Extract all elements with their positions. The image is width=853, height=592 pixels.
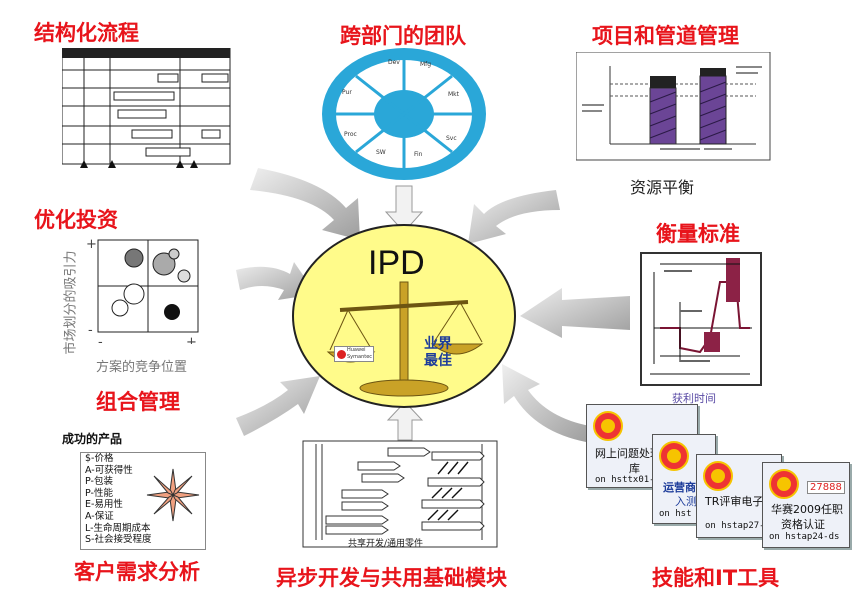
huawei-logo-mark: [337, 350, 346, 359]
matrix-x-minus: -: [98, 335, 103, 344]
resource-chart: [576, 52, 771, 161]
async-dev-diagram: [302, 440, 498, 548]
wheel-segment-sw: SW: [376, 149, 386, 156]
skills-it-label: 技能和IT工具: [652, 566, 780, 590]
arrow-from-metrics: [520, 288, 630, 338]
portfolio-matrix: + - - +: [86, 237, 199, 344]
tool-card-url: on hst: [659, 509, 692, 519]
wheel-segment-fin: Fin: [414, 151, 423, 158]
tool-card-title: 网上问题处理: [595, 447, 661, 460]
arrow-from-resource: [468, 190, 560, 244]
tool-card-certification[interactable]: 27888 华赛2009任职 资格认证 on hstap24-ds: [762, 462, 850, 548]
process-gantt: [62, 48, 231, 168]
tool-logo-icon: [703, 461, 733, 491]
star-burst: [146, 468, 200, 522]
huawei-logo: Huawei Symantec: [334, 346, 374, 362]
structured-process-label: 结构化流程: [34, 21, 139, 45]
tool-card-sub: 入测: [675, 495, 697, 508]
matrix-y-label: 市场划分的吸引力: [63, 249, 79, 355]
project-pipeline-label: 项目和管道管理: [592, 24, 739, 48]
arrow-from-skills: [502, 364, 590, 442]
wheel-segment-pur: Pur: [342, 89, 352, 96]
product-item: $-价格: [85, 453, 114, 464]
team-wheel: Dev Mfg Mkt Svc Fin SW Proc Pur: [322, 48, 486, 180]
async-caption: 共享开发/通用零件: [348, 539, 424, 549]
resource-balance-label: 资源平衡: [630, 178, 695, 197]
tool-card-badge: 27888: [807, 481, 845, 494]
async-dev-label: 异步开发与共用基础模块: [276, 566, 507, 590]
tool-logo-icon: [769, 469, 799, 499]
product-item: L-生命周期成本: [85, 522, 151, 534]
product-item: E-易用性: [85, 499, 123, 511]
portfolio-label: 组合管理: [96, 390, 180, 414]
matrix-y-minus: -: [88, 323, 93, 338]
wheel-segment-mkt: Mkt: [448, 91, 460, 98]
industry-best-text: 业界最佳: [424, 336, 452, 369]
matrix-y-label-wrap: 市场划分的吸引力: [60, 240, 79, 364]
arrow-from-team: [384, 185, 424, 233]
product-item: P-性能: [85, 487, 113, 499]
matrix-x-plus: +: [186, 335, 197, 344]
matrix-y-plus: +: [86, 237, 97, 252]
ipd-title: IPD: [368, 244, 425, 282]
arrow-from-process: [250, 168, 360, 240]
product-item: A-可获得性: [85, 464, 133, 476]
arrow-from-async: [386, 401, 424, 441]
tool-card-carrier[interactable]: 运营商 入测 on hst: [652, 434, 716, 524]
optimize-investment-label: 优化投资: [34, 208, 118, 232]
tool-card-url: on hstap27-: [705, 521, 765, 531]
matrix-x-label: 方案的竞争位置: [96, 360, 188, 375]
wheel-segment-proc: Proc: [344, 131, 357, 138]
tool-card-title: 华赛2009任职: [771, 503, 843, 516]
huawei-logo-line2: Symantec: [347, 354, 373, 360]
huawei-logo-line1: Huawei: [347, 347, 366, 353]
wheel-segment-mfg: Mfg: [420, 61, 431, 68]
product-list: $-价格 A-可获得性 P-包装 P-性能 E-易用性 A-保证 L-生命周期成…: [85, 453, 151, 546]
metrics-chart: [640, 252, 762, 386]
product-title: 成功的产品: [62, 432, 123, 446]
customer-analysis-label: 客户需求分析: [74, 560, 200, 584]
tool-logo-icon: [659, 441, 689, 471]
cross-team-label: 跨部门的团队: [340, 24, 466, 48]
tool-logo-icon: [593, 411, 623, 441]
product-box: $-价格 A-可获得性 P-包装 P-性能 E-易用性 A-保证 L-生命周期成…: [80, 452, 206, 550]
product-item: S-社会接受程度: [85, 534, 152, 546]
tool-card-url: on hstap24-ds: [769, 532, 840, 542]
tool-card-title: 运营商: [663, 481, 696, 494]
product-item: P-包装: [85, 476, 113, 488]
tool-card-title: TR评审电子: [705, 495, 764, 508]
arrow-from-customer: [236, 376, 320, 436]
product-item: A-保证: [85, 510, 114, 522]
tool-card-sub: 资格认证: [781, 518, 825, 531]
metrics-label: 衡量标准: [656, 222, 740, 246]
wheel-segment-dev: Dev: [388, 59, 400, 66]
wheel-segment-svc: Svc: [446, 135, 457, 142]
tool-card-sub: 库: [629, 462, 640, 475]
metrics-caption: 获利时间: [672, 392, 716, 405]
tool-card-url: on hsttx01-d: [595, 475, 661, 485]
